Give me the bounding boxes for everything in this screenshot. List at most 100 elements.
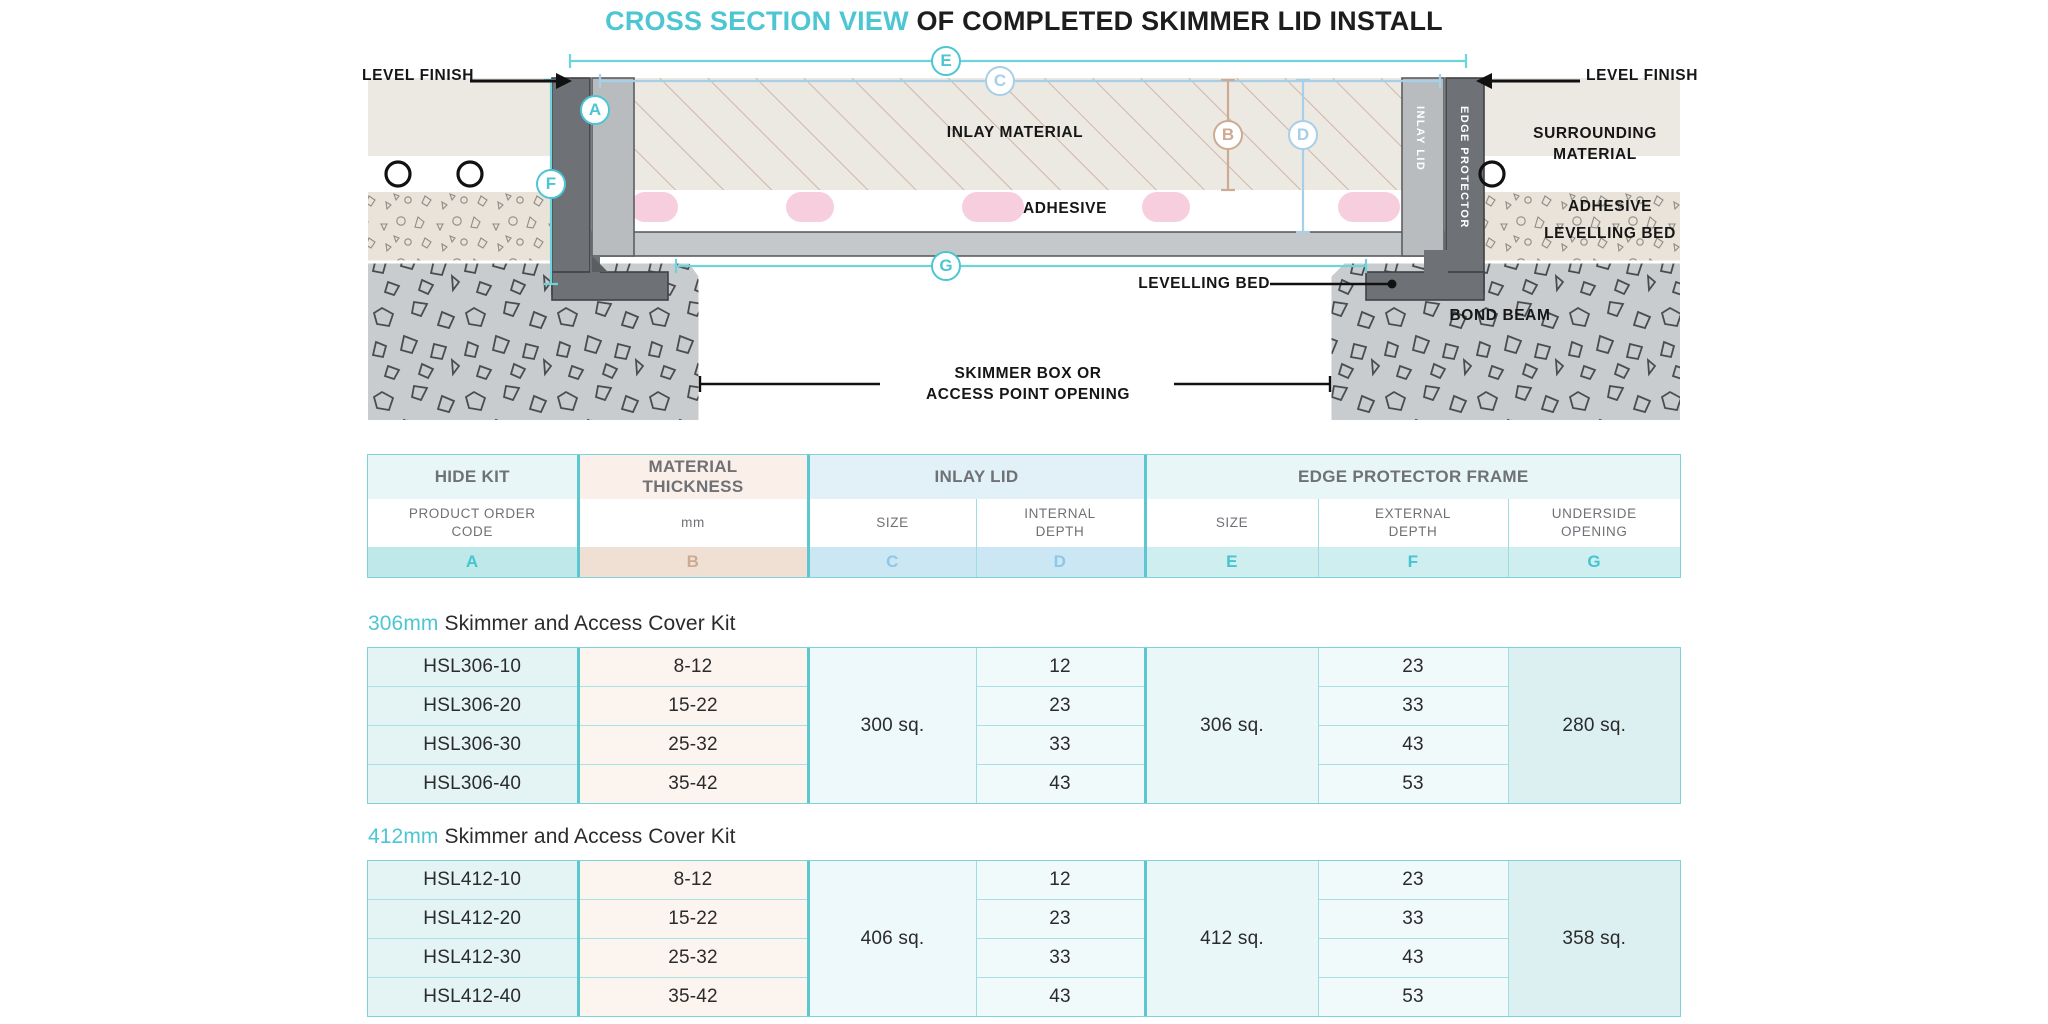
header-sub-inlay-size: SIZE <box>808 499 976 547</box>
levelling-bed-leader <box>1270 279 1397 289</box>
cell-external-depth: 53 <box>1317 764 1508 803</box>
cell-code: HSL412-30 <box>368 938 578 978</box>
table-row: HSL412-40 35-42 43 53 <box>368 977 1680 1016</box>
table-row: HSL306-40 35-42 43 53 <box>368 764 1680 803</box>
header-key-C: C <box>808 547 976 577</box>
cross-section-diagram: LEVEL FINISH LEVEL FINISH INLAY MATERIAL… <box>0 44 2048 420</box>
adhesive-blobs <box>630 192 1400 222</box>
label-levelling-bed-callout: LEVELLING BED <box>1138 275 1270 292</box>
dimension-line-D <box>1296 78 1310 234</box>
cell-mm: 8-12 <box>576 861 810 900</box>
section-caption-412: 412mm Skimmer and Access Cover Kit <box>368 825 736 849</box>
cell-underside-opening: 358 sq. <box>1507 861 1680 1016</box>
cell-mm: 25-32 <box>576 725 810 765</box>
cell-external-depth: 23 <box>1317 648 1508 687</box>
cell-code: HSL306-10 <box>368 648 578 687</box>
header-sub-row: PRODUCT ORDER CODE mm SIZE INTERNAL DEPT… <box>368 499 1681 547</box>
section-caption-412-accent: 412mm <box>368 825 439 848</box>
label-bond-beam: BOND BEAM <box>1449 307 1551 324</box>
cell-mm: 8-12 <box>576 648 810 687</box>
cell-external-depth: 43 <box>1317 725 1508 765</box>
table-row: HSL306-20 15-22 23 33 <box>368 686 1680 726</box>
cell-internal-depth: 23 <box>975 686 1145 726</box>
cell-code: HSL306-20 <box>368 686 578 726</box>
section-caption-306: 306mm Skimmer and Access Cover Kit <box>368 612 736 636</box>
cell-mm: 15-22 <box>576 686 810 726</box>
label-edge-protector-vertical: EDGE PROTECTOR <box>1458 106 1470 229</box>
header-sub-underside-opening: UNDERSIDE OPENING <box>1507 499 1681 547</box>
section-caption-412-rest: Skimmer and Access Cover Kit <box>438 825 736 848</box>
cell-code: HSL306-30 <box>368 725 578 765</box>
cell-inlay-size: 300 sq. <box>808 648 976 803</box>
level-finish-right-arrow <box>1476 73 1580 89</box>
table-row: HSL412-20 15-22 23 33 <box>368 899 1680 939</box>
cell-internal-depth: 33 <box>975 938 1145 978</box>
header-key-D: D <box>975 547 1146 577</box>
cell-frame-size: 306 sq. <box>1143 648 1318 803</box>
callout-D: D <box>1288 120 1318 150</box>
table-row: HSL412-30 25-32 33 43 <box>368 938 1680 978</box>
header-group-hide-kit: HIDE KIT <box>368 455 578 499</box>
header-sub-mm: mm <box>576 499 810 547</box>
spec-table-306: HSL306-10 8-12 300 sq. 12 306 sq. 23 280… <box>367 647 1681 804</box>
callout-B: B <box>1213 120 1243 150</box>
cell-mm: 35-42 <box>576 977 810 1016</box>
label-levelling-bed-right: LEVELLING BED <box>1544 225 1676 242</box>
level-finish-left-arrow <box>470 73 572 89</box>
cell-code: HSL306-40 <box>368 764 578 803</box>
section-caption-306-accent: 306mm <box>368 612 439 635</box>
spec-table-412: HSL412-10 8-12 406 sq. 12 412 sq. 23 358… <box>367 860 1681 1017</box>
cell-external-depth: 43 <box>1317 938 1508 978</box>
cell-internal-depth: 23 <box>975 899 1145 939</box>
table-row: HSL412-10 8-12 406 sq. 12 412 sq. 23 358… <box>368 861 1680 1016</box>
page-title-accent: CROSS SECTION VIEW <box>605 6 909 36</box>
diagram-svg <box>368 54 1680 420</box>
label-adhesive-right: ADHESIVE <box>1567 198 1653 215</box>
cell-external-depth: 33 <box>1317 686 1508 726</box>
header-key-G: G <box>1507 547 1681 577</box>
header-key-F: F <box>1317 547 1509 577</box>
section-caption-306-rest: Skimmer and Access Cover Kit <box>438 612 736 635</box>
header-group-inlay-lid: INLAY LID <box>808 455 1146 499</box>
label-inlay-material: INLAY MATERIAL <box>946 124 1084 141</box>
table-row: HSL306-10 8-12 300 sq. 12 306 sq. 23 280… <box>368 648 1680 803</box>
header-sub-product-order-code: PRODUCT ORDER CODE <box>368 499 578 547</box>
label-skimmer-box: SKIMMER BOX OR ACCESS POINT OPENING <box>925 365 1131 403</box>
skimmer-box-leaders <box>698 376 1332 392</box>
callout-G: G <box>931 251 961 281</box>
page-title-rest: OF COMPLETED SKIMMER LID INSTALL <box>916 6 1443 36</box>
header-sub-external-depth: EXTERNAL DEPTH <box>1317 499 1509 547</box>
cell-internal-depth: 43 <box>975 977 1145 1016</box>
label-adhesive-center: ADHESIVE <box>1022 200 1108 217</box>
cell-external-depth: 33 <box>1317 899 1508 939</box>
cell-mm: 15-22 <box>576 899 810 939</box>
header-group-row: HIDE KIT MATERIAL THICKNESS INLAY LID ED… <box>368 455 1681 499</box>
cell-code: HSL412-20 <box>368 899 578 939</box>
cell-external-depth: 23 <box>1317 861 1508 900</box>
header-sub-frame-size: SIZE <box>1143 499 1319 547</box>
callout-E: E <box>931 46 961 76</box>
header-group-material-thickness: MATERIAL THICKNESS <box>576 455 810 499</box>
callout-F: F <box>536 169 566 199</box>
dimension-line-G <box>674 259 1368 273</box>
page-title: CROSS SECTION VIEW OF COMPLETED SKIMMER … <box>0 6 2048 37</box>
callout-A: A <box>580 95 610 125</box>
cell-mm: 35-42 <box>576 764 810 803</box>
label-surrounding-material: SURROUNDING MATERIAL <box>1533 125 1657 163</box>
header-key-row: A B C D E F G <box>368 547 1681 577</box>
spec-table-header: HIDE KIT MATERIAL THICKNESS INLAY LID ED… <box>366 454 1682 578</box>
cell-inlay-size: 406 sq. <box>808 861 976 1016</box>
label-level-finish-right: LEVEL FINISH <box>1586 67 1698 84</box>
header-key-E: E <box>1143 547 1319 577</box>
label-level-finish-left: LEVEL FINISH <box>362 67 474 84</box>
cell-frame-size: 412 sq. <box>1143 861 1318 1016</box>
cell-code: HSL412-10 <box>368 861 578 900</box>
cell-internal-depth: 43 <box>975 764 1145 803</box>
cell-external-depth: 53 <box>1317 977 1508 1016</box>
cell-code: HSL412-40 <box>368 977 578 1016</box>
header-group-edge-protector-frame: EDGE PROTECTOR FRAME <box>1143 455 1681 499</box>
dimension-line-E <box>568 54 1468 68</box>
cell-internal-depth: 12 <box>975 861 1145 900</box>
adhesive-circle-markers <box>384 160 1506 188</box>
cell-internal-depth: 12 <box>975 648 1145 687</box>
